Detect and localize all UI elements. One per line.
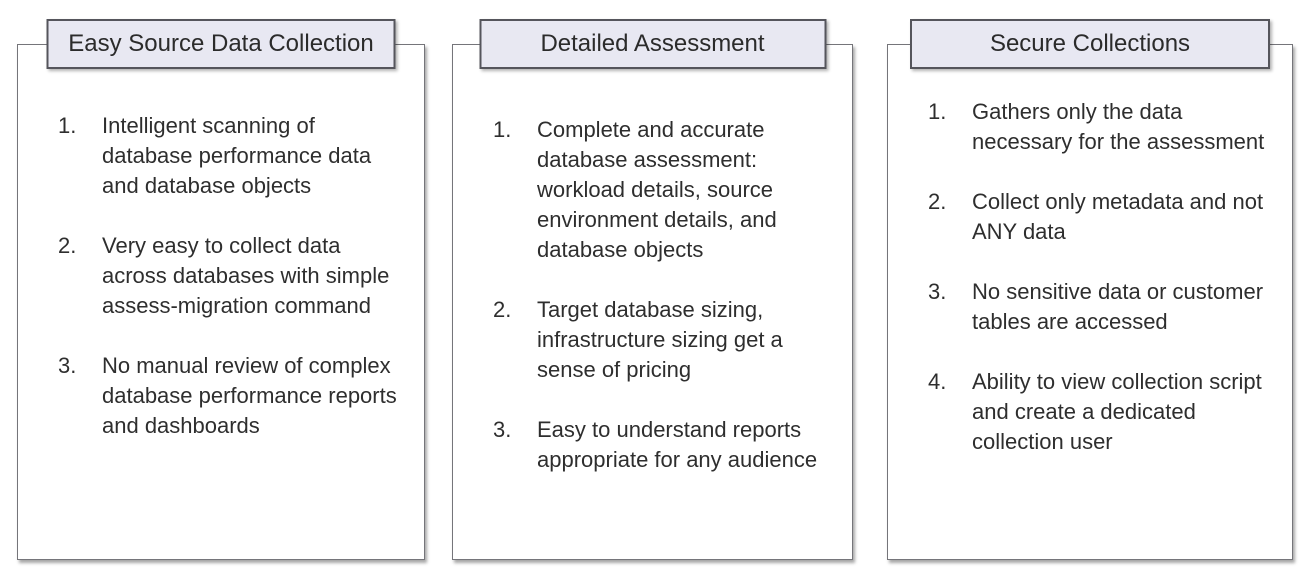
list-item-text: Intelligent scanning of database perform… [102,113,372,198]
list-item-number: 1. [928,99,947,124]
list-item-text: Collect only metadata and not ANY data [972,189,1264,244]
panel-title-box: Secure Collections [910,19,1270,69]
list-item-text: Target database sizing, infrastructure s… [537,297,783,382]
list-item: 2. Target database sizing, infrastructur… [493,295,836,385]
list-item-number: 4. [928,369,947,394]
list-item-number: 2. [928,189,947,214]
list-item: 3. No sensitive data or customer tables … [928,277,1276,337]
list-item-text: Complete and accurate database assessmen… [537,117,777,262]
list-item-number: 1. [493,117,512,142]
list-item-text: Gathers only the data necessary for the … [972,99,1265,154]
panel-secure-collections: Secure Collections 1. Gathers only the d… [887,19,1293,560]
numbered-list: 1. Gathers only the data necessary for t… [888,45,1292,457]
list-item: 4. Ability to view collection script and… [928,367,1276,457]
numbered-list: 1. Intelligent scanning of database perf… [18,45,424,441]
panel-title: Detailed Assessment [540,30,765,57]
list-item-text: Easy to understand reports appropriate f… [537,417,818,472]
panel-easy-source-data-collection: Easy Source Data Collection 1. Intellige… [17,19,425,560]
list-item-text: No manual review of complex database per… [102,353,397,438]
list-item: 1. Gathers only the data necessary for t… [928,97,1276,157]
list-item-number: 2. [58,233,77,258]
list-item: 1. Complete and accurate database assess… [493,115,836,265]
list-item-text: Very easy to collect data across databas… [102,233,390,318]
list-item-text: Ability to view collection script and cr… [972,369,1262,454]
list-item-number: 3. [493,417,512,442]
list-item: 1. Intelligent scanning of database perf… [58,111,408,201]
panel-title-box: Detailed Assessment [479,19,826,69]
list-item: 3. No manual review of complex database … [58,351,408,441]
list-item-number: 1. [58,113,77,138]
panel-title: Easy Source Data Collection [68,30,374,57]
list-item: 2. Collect only metadata and not ANY dat… [928,187,1276,247]
list-item: 2. Very easy to collect data across data… [58,231,408,321]
panel-title-box: Easy Source Data Collection [46,19,396,69]
panel-detailed-assessment: Detailed Assessment 1. Complete and accu… [452,19,853,560]
list-item-text: No sensitive data or customer tables are… [972,279,1264,334]
list-item-number: 3. [928,279,947,304]
panel-title: Secure Collections [989,30,1191,57]
list-item: 3. Easy to understand reports appropriat… [493,415,836,475]
list-item-number: 3. [58,353,77,378]
numbered-list: 1. Complete and accurate database assess… [453,45,852,475]
list-item-number: 2. [493,297,512,322]
